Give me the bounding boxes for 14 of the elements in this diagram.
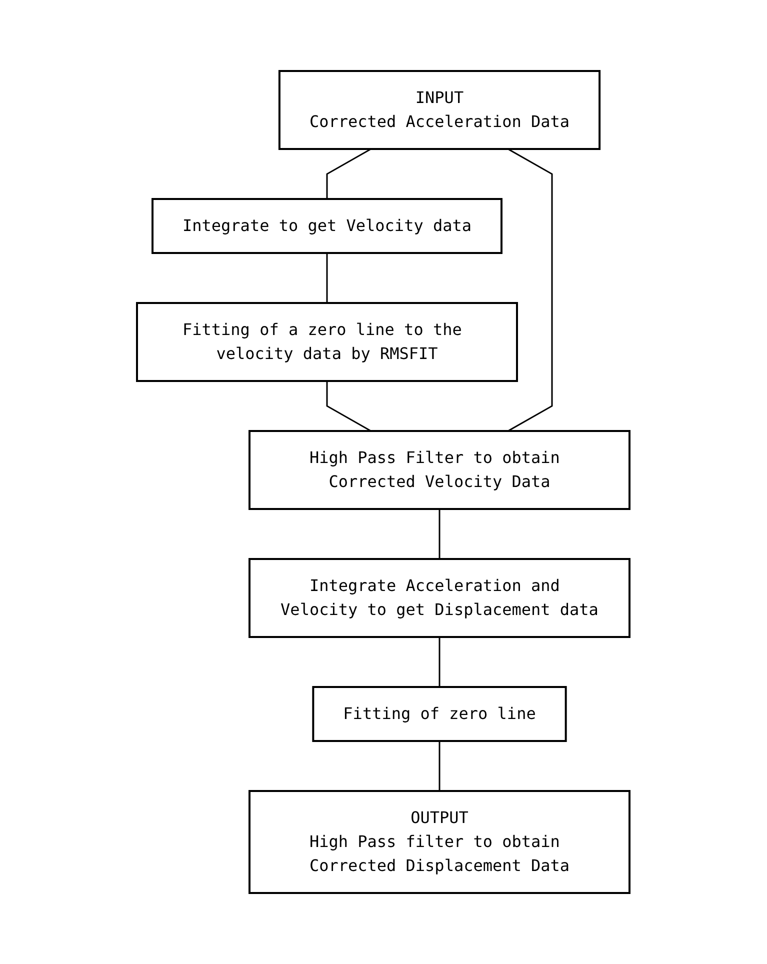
node-box: Integrate Acceleration and Velocity to get Displacement data [248, 558, 631, 638]
node-box: Fitting of a zero line to the velocity data by RMSFIT [136, 302, 518, 382]
connector [439, 509, 440, 559]
connector [439, 741, 440, 791]
connector [326, 381, 372, 432]
node-box: High Pass Filter to obtain Corrected Velocity Data [248, 430, 631, 510]
connector [326, 148, 372, 199]
node-box: INPUT Corrected Acceleration Data [278, 70, 601, 150]
node-box: Fitting of zero line [312, 686, 568, 742]
connector [439, 637, 440, 687]
connector [508, 148, 553, 432]
node-box: Integrate to get Velocity data [152, 198, 503, 254]
connector [326, 253, 328, 303]
node-box: OUTPUT High Pass filter to obtain Corrected Displacement Data [248, 790, 631, 894]
